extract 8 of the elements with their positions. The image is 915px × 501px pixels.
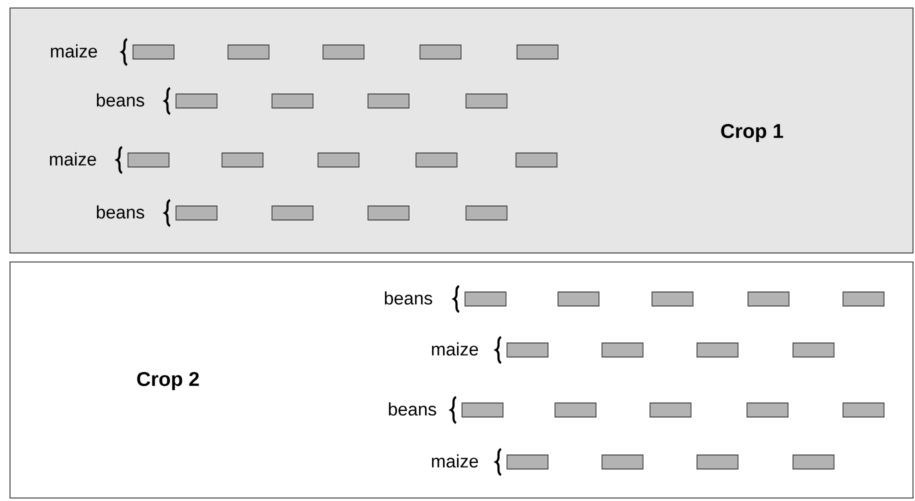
row-label: maize [432,342,478,356]
row-label: beans [96,93,144,107]
row-label: maize [50,152,96,166]
row-label: beans [384,291,432,305]
row-label: beans [96,205,144,219]
row-label: maize [50,44,97,58]
row-label: beans [388,402,436,416]
row-label: maize [432,454,478,468]
